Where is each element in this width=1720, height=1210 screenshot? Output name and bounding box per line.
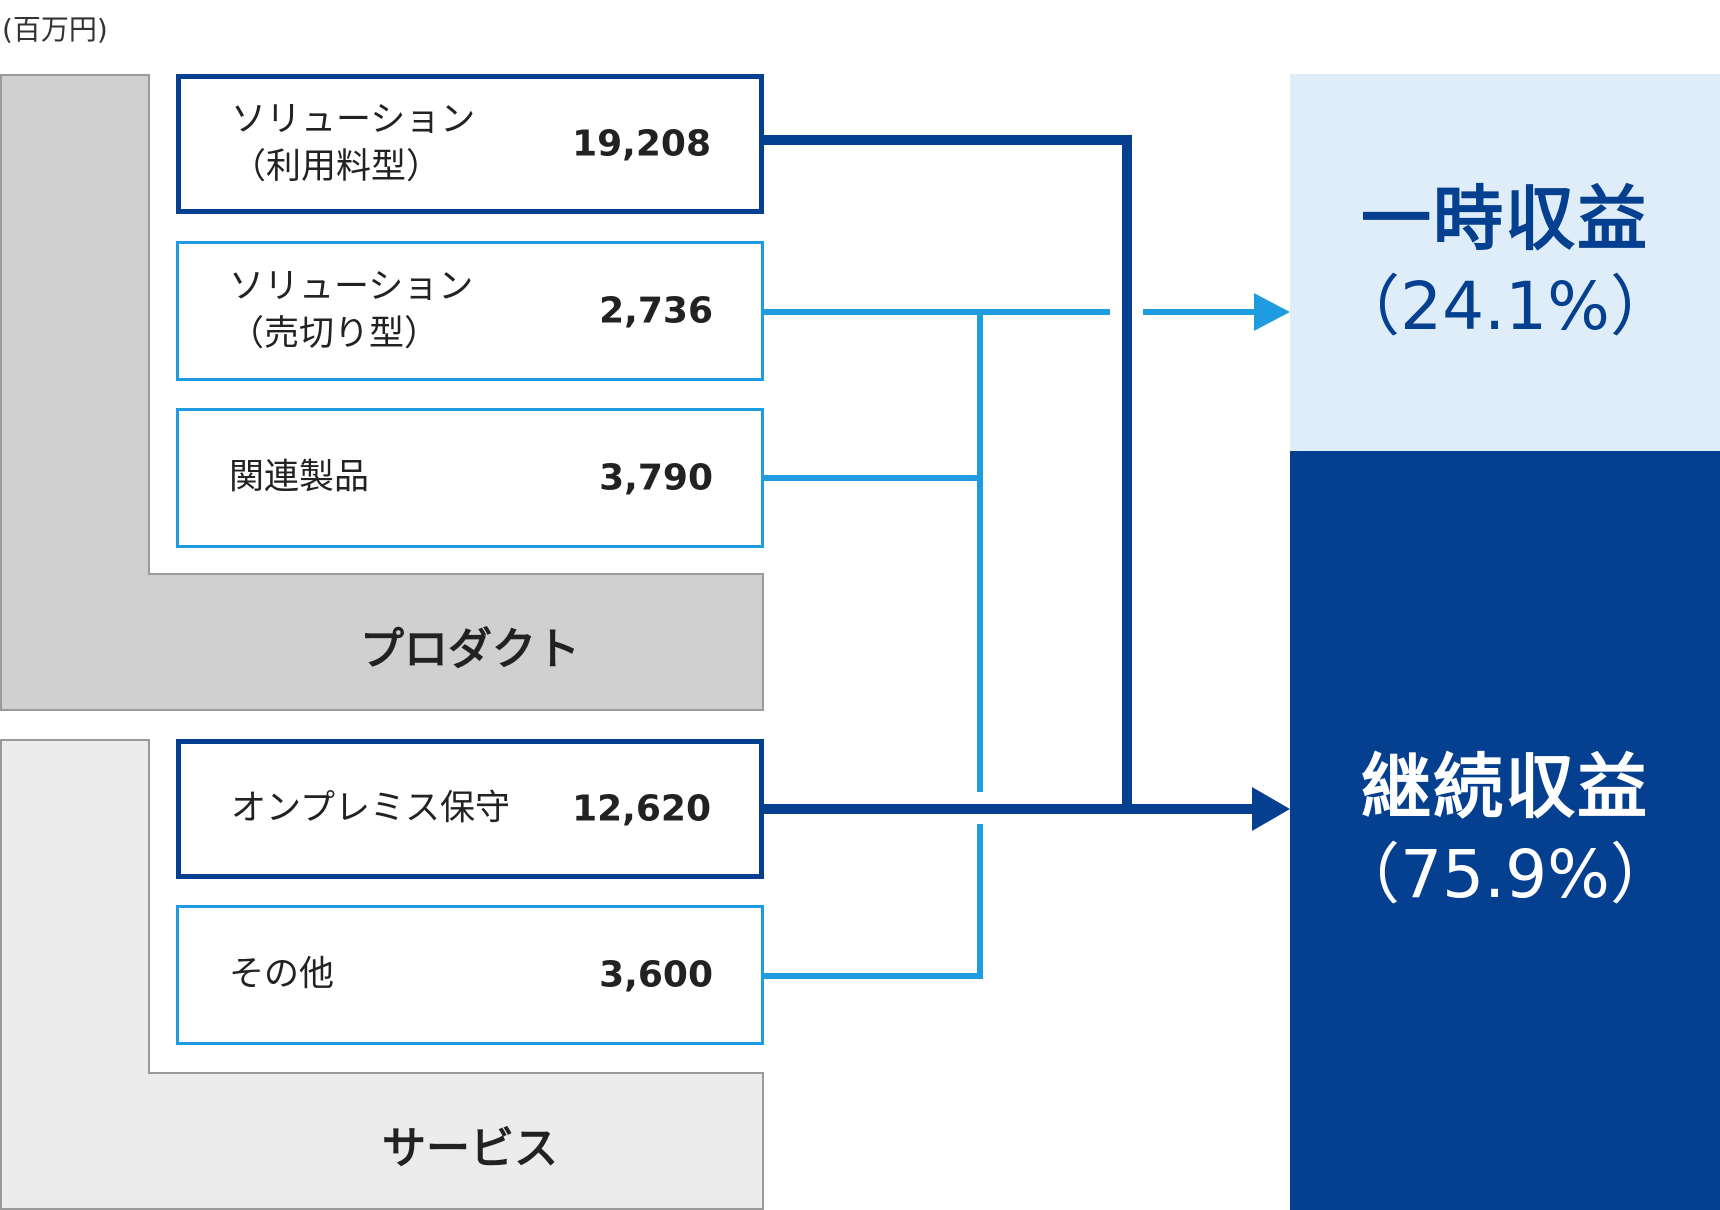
item-value: 19,208 [572,123,711,165]
temporary-revenue-percent: （24.1%） [1334,267,1676,345]
continuous-revenue-panel: 継続収益 （75.9%） [1290,451,1720,1210]
item-related-products: 関連製品 3,790 [176,408,764,548]
item-name: オンプレミス保守 [231,788,510,829]
item-solution-sellout: ソリューション （売切り型） 2,736 [176,241,764,381]
product-group-fill [2,571,148,577]
continuous-revenue-percent: （75.9%） [1334,835,1676,913]
item-name: その他 [229,954,335,995]
service-group-fill [2,1070,148,1076]
temporary-revenue-title: 一時収益 [1361,177,1649,260]
item-value: 2,736 [599,290,713,332]
continuous-revenue-title: 継続収益 [1361,745,1649,828]
arrow-temporary [1254,293,1290,331]
product-group-label: プロダクト [360,624,580,675]
connector-subscription [764,135,1132,809]
item-name: 関連製品 [229,457,370,498]
product-group-edge [148,573,764,575]
item-other: その他 3,600 [176,905,764,1045]
service-group-edge [148,1072,764,1074]
item-name: ソリューション （売切り型） [229,267,474,354]
item-value: 12,620 [572,788,711,830]
item-name: ソリューション （利用料型） [231,100,476,187]
item-onpremise-maintenance: オンプレミス保守 12,620 [176,739,764,879]
item-value: 3,600 [599,954,713,996]
service-group-top [0,739,150,1074]
arrow-continuous [1252,787,1290,831]
product-group-bottom [0,573,764,711]
service-group-bottom [0,1072,764,1210]
item-solution-subscription: ソリューション （利用料型） 19,208 [176,74,764,214]
service-group-label: サービス [382,1123,558,1174]
product-group-top [0,74,150,574]
item-value: 3,790 [599,457,713,499]
temporary-revenue-panel: 一時収益 （24.1%） [1290,74,1720,451]
unit-label: (百万円) [2,13,108,46]
